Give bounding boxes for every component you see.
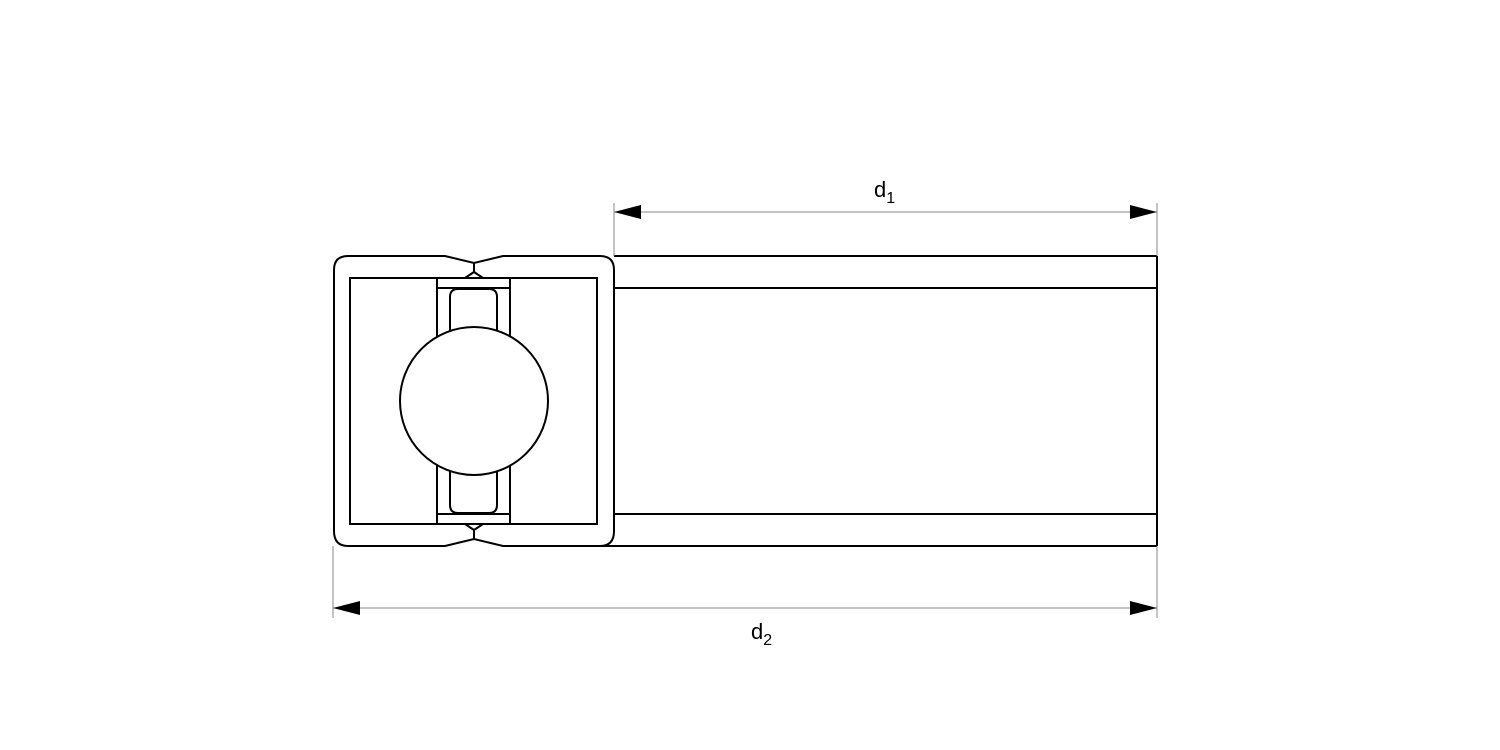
bearing-outer-contour xyxy=(333,255,615,547)
cage-pocket-bottom xyxy=(449,470,498,514)
notch-bottom-tip xyxy=(464,523,484,532)
d1-arrow-right xyxy=(1130,205,1157,219)
d2-arrow-left xyxy=(333,601,360,615)
notch-top-tip xyxy=(464,270,484,279)
d1-arrow-left xyxy=(614,205,641,219)
d2-arrow-right xyxy=(1130,601,1157,615)
d2-label: d2 xyxy=(751,619,772,649)
d1-label: d1 xyxy=(874,177,895,207)
ball xyxy=(399,326,549,476)
bearing-inner-rect xyxy=(349,277,598,525)
cage-pocket-top xyxy=(449,288,498,332)
